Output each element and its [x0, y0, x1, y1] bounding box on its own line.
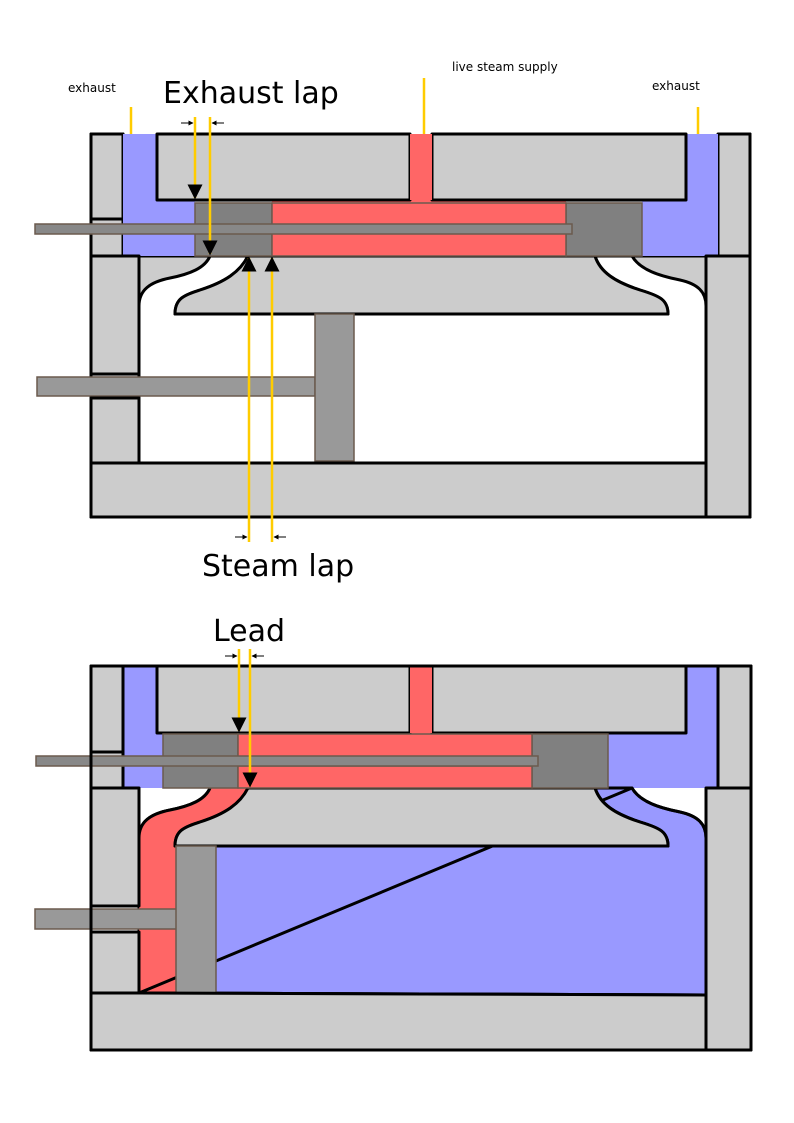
- top-valve-red-bar-lower: [271, 232, 567, 257]
- top-casing-right-post: [716, 132, 752, 258]
- bottom-annotations: [231, 649, 258, 788]
- top-casing-bottom: [89, 461, 752, 519]
- top-casing-left-post: [89, 132, 125, 221]
- top-piston-rod: [36, 376, 316, 397]
- label-exhaust-left: exhaust: [68, 81, 116, 95]
- bottom-casing-top-left: [89, 664, 753, 1052]
- top-annotations: [129, 78, 700, 542]
- top-valve-red-bar-upper: [271, 202, 567, 226]
- label-exhaust-right: exhaust: [652, 79, 700, 93]
- bottom-diagram: Lead: [34, 614, 753, 1052]
- top-casing-right-wall: [704, 254, 752, 519]
- bottom-valve-red-bar-upper: [237, 733, 533, 758]
- label-exhaust-lap: Exhaust lap: [163, 76, 339, 111]
- bottom-piston-rod: [34, 908, 178, 930]
- top-exhaust-right: [642, 134, 718, 256]
- bottom-piston: [175, 845, 217, 994]
- bottom-casing-left-wall: [89, 786, 141, 908]
- top-piston: [314, 313, 355, 462]
- bottom-casing-bottom: [89, 991, 753, 1052]
- label-lead: Lead: [213, 614, 285, 649]
- top-diagram: exhaust exhaust live steam supply Exhaus…: [34, 60, 752, 584]
- label-live-steam-supply: live steam supply: [452, 60, 558, 74]
- top-cover-right: [430, 132, 688, 202]
- bottom-valve-rod: [35, 755, 539, 767]
- bottom-cover-left: [155, 664, 412, 735]
- bottom-valve-red-bar-lower: [237, 765, 533, 789]
- top-dimension-ticks: [181, 120, 286, 540]
- top-casing-left-wall: [89, 254, 141, 376]
- bottom-casing-right-post: [716, 664, 753, 790]
- bottom-casing-right-wall: [704, 786, 753, 1052]
- bottom-cover-right: [430, 664, 688, 735]
- bottom-port-face: [173, 786, 670, 848]
- top-valve-rod: [34, 223, 573, 235]
- bottom-casing-left-post: [89, 664, 125, 754]
- bottom-supply-pipe: [410, 666, 432, 733]
- label-steam-lap: Steam lap: [202, 549, 354, 584]
- top-supply-pipe: [410, 134, 432, 200]
- bottom-live-steam-channel: [139, 788, 248, 993]
